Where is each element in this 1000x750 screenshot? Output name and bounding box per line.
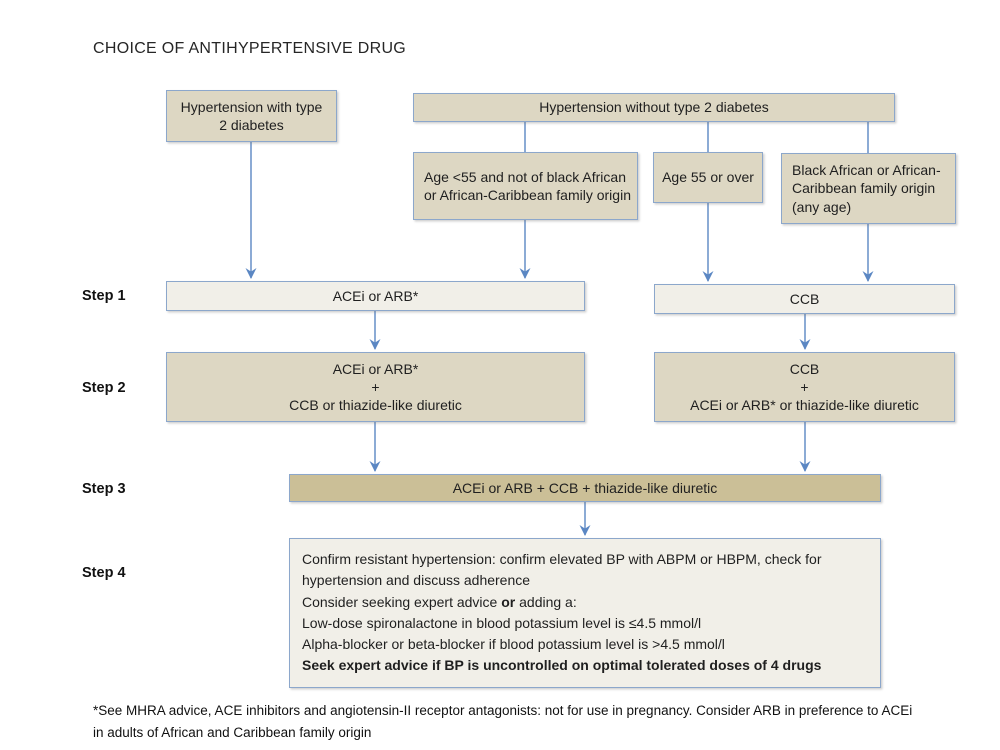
box-step1-acei-arb: ACEi or ARB* xyxy=(166,281,585,311)
step-1-label: Step 1 xyxy=(82,288,126,304)
box-step4-resistant-hypertension: Confirm resistant hypertension: confirm … xyxy=(289,538,881,688)
step2-left-line3: CCB or thiazide-like diuretic xyxy=(289,397,462,414)
step2-left-line2: + xyxy=(371,378,380,395)
box-step2-right: CCB + ACEi or ARB* or thiazide-like diur… xyxy=(654,352,955,422)
step4-line2-pre: Consider seeking expert advice xyxy=(302,593,502,610)
step4-line2: Consider seeking expert advice or adding… xyxy=(302,592,870,613)
box-hypertension-without-diabetes: Hypertension without type 2 diabetes xyxy=(413,93,895,122)
step4-line5: Seek expert advice if BP is uncontrolled… xyxy=(302,657,822,674)
page-title: CHOICE OF ANTIHYPERTENSIVE DRUG xyxy=(93,40,407,57)
step4-line2-post: adding a: xyxy=(515,593,577,610)
box-step2-left: ACEi or ARB* + CCB or thiazide-like diur… xyxy=(166,352,585,422)
step2-right-line2: + xyxy=(800,378,809,395)
box-step1-ccb: CCB xyxy=(654,284,955,314)
step4-line3: Low-dose spironalactone in blood potassi… xyxy=(302,614,702,631)
box-black-african-origin: Black African or African-Caribbean famil… xyxy=(781,153,956,224)
box-age-under-55: Age <55 and not of black African or Afri… xyxy=(413,152,638,220)
step4-line2-bold: or xyxy=(501,593,516,610)
step2-left-line1: ACEi or ARB* xyxy=(332,360,419,377)
step4-line1: Confirm resistant hypertension: confirm … xyxy=(302,551,822,589)
box-hypertension-with-diabetes: Hypertension with type 2 diabetes xyxy=(166,90,337,142)
box-step3-triple-therapy: ACEi or ARB + CCB + thiazide-like diuret… xyxy=(289,474,881,502)
box-age-55-or-over: Age 55 or over xyxy=(653,152,763,203)
box-step2-right-text: CCB + ACEi or ARB* or thiazide-like diur… xyxy=(690,360,919,415)
box-step2-left-text: ACEi or ARB* + CCB or thiazide-like diur… xyxy=(289,360,462,415)
step4-line4: Alpha-blocker or beta-blocker if blood p… xyxy=(302,636,725,653)
step2-right-line1: CCB xyxy=(789,360,820,377)
step-4-label: Step 4 xyxy=(82,565,126,581)
footnote: *See MHRA advice, ACE inhibitors and ang… xyxy=(93,703,913,740)
step-3-label: Step 3 xyxy=(82,481,126,497)
step4-text: Confirm resistant hypertension: confirm … xyxy=(300,541,874,685)
step-2-label: Step 2 xyxy=(82,380,126,396)
step2-right-line3: ACEi or ARB* or thiazide-like diuretic xyxy=(690,397,919,414)
